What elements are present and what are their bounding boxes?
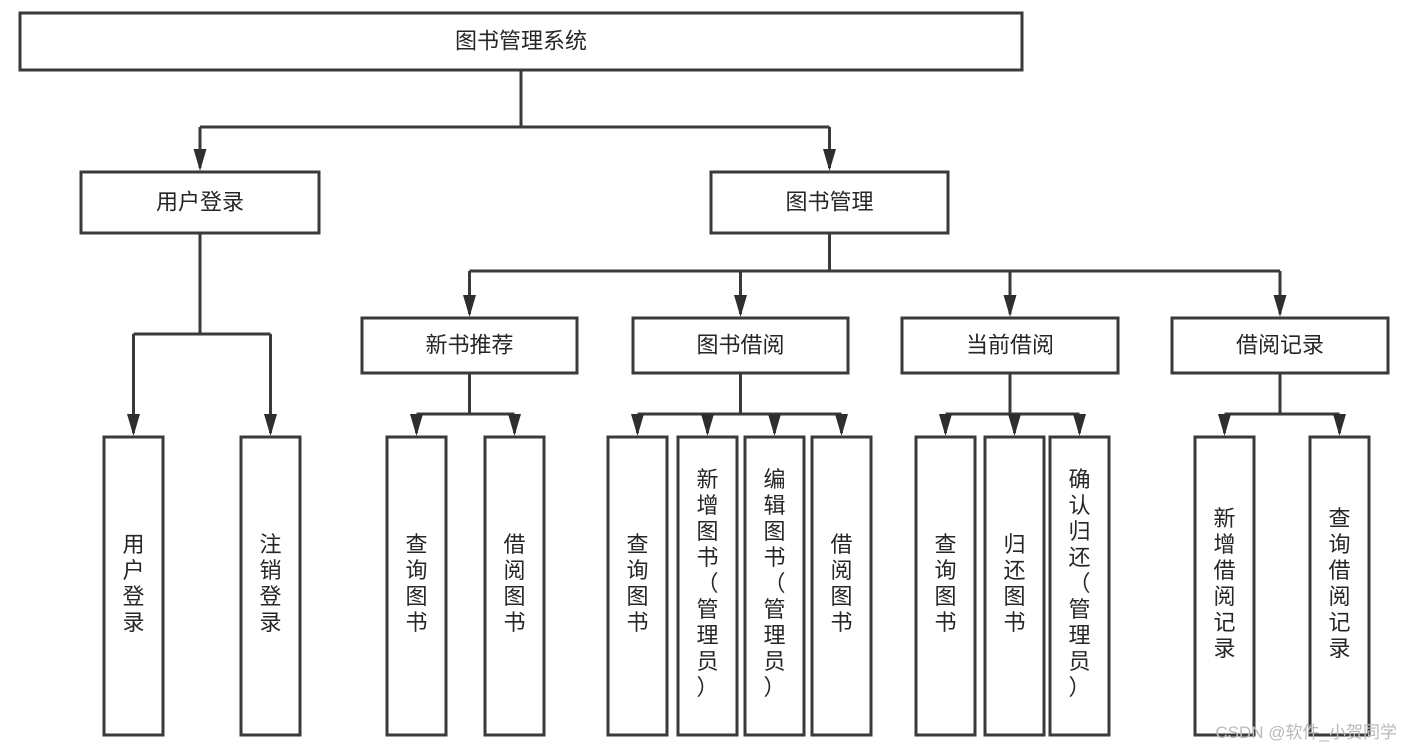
node-level2-current-borrow-label: 当前借阅 <box>966 332 1054 357</box>
node-level2-book-borrow-box[interactable] <box>631 316 850 375</box>
arrow-head-icon-book-manage-3 <box>1273 295 1287 317</box>
node-level2-borrow-record-box[interactable] <box>1170 316 1390 375</box>
arrow-head-icon-book-borrow-2 <box>768 414 781 436</box>
node-level2-new-book-rec-label: 新书推荐 <box>425 332 513 357</box>
node-leaf-leaf-add-record-label: 新增借阅记录 <box>1213 506 1235 661</box>
node-leaf-leaf-confirm-return-label: 确认归还（管理员） <box>1068 467 1090 700</box>
arrow-head-icon-book-borrow-0 <box>631 414 644 436</box>
arrow-head-icon-book-borrow-3 <box>835 414 848 436</box>
arrow-head-icon-user-login-1 <box>264 414 277 436</box>
node-leaf-leaf-edit-book-box[interactable] <box>743 435 806 737</box>
node-leaf-leaf-query-record-box[interactable] <box>1308 435 1371 737</box>
node-level1-user-login-label: 用户登录 <box>156 189 244 214</box>
node-leaf-leaf-edit-book-label: 编辑图书（管理员） <box>763 467 785 700</box>
node-level1-book-manage-box[interactable] <box>709 170 950 235</box>
arrow-head-icon-current-borrow-0 <box>939 414 952 436</box>
arrow-head-icon-current-borrow-2 <box>1073 414 1086 436</box>
node-leaf-leaf-user-login-label: 用户登录 <box>122 532 144 635</box>
node-leaf-leaf-query-book-2-label: 查询图书 <box>626 532 648 635</box>
node-leaf-leaf-confirm-return-box[interactable] <box>1048 435 1111 737</box>
node-level1-user-login-box[interactable] <box>79 170 321 235</box>
node-leaf-leaf-logout-label: 注销登录 <box>259 532 281 635</box>
node-leaf-leaf-borrow-book-2-box[interactable] <box>810 435 873 737</box>
arrow-head-icon-book-manage-0 <box>463 295 476 317</box>
node-leaf-leaf-borrow-book-1-box[interactable] <box>483 435 546 737</box>
node-leaf-leaf-add-record[interactable]: 新增借阅记录 <box>1193 435 1256 737</box>
arrow-head-icon-book-manage-2 <box>1003 295 1017 317</box>
node-leaf-leaf-borrow-book-2-label: 借阅图书 <box>830 532 852 635</box>
node-leaf-leaf-query-record-label: 查询借阅记录 <box>1328 506 1350 661</box>
arrow-head-icon-book-manage-1 <box>734 295 747 317</box>
arrow-head-icon-user-login-0 <box>127 414 140 436</box>
node-level2-current-borrow[interactable]: 当前借阅 <box>900 316 1120 375</box>
arrow-head-icon-root-1 <box>823 149 836 171</box>
arrow-head-icon-new-book-rec-1 <box>508 414 521 436</box>
node-level1-user-login[interactable]: 用户登录 <box>79 170 321 235</box>
node-leaf-leaf-query-book-2[interactable]: 查询图书 <box>606 435 669 737</box>
connectors-layer <box>127 70 1346 436</box>
node-leaf-leaf-query-book-1-label: 查询图书 <box>405 532 427 635</box>
arrow-head-icon-book-borrow-1 <box>701 414 714 436</box>
node-leaf-leaf-return-book-label: 归还图书 <box>1003 532 1025 635</box>
node-level1-book-manage-label: 图书管理 <box>785 189 873 214</box>
node-level2-new-book-rec-box[interactable] <box>360 316 579 375</box>
node-leaf-leaf-borrow-book-2[interactable]: 借阅图书 <box>810 435 873 737</box>
node-leaf-leaf-return-book[interactable]: 归还图书 <box>983 435 1046 737</box>
node-leaf-leaf-add-book-label: 新增图书（管理员） <box>696 467 718 700</box>
node-root-root-box[interactable] <box>18 11 1024 72</box>
arrow-head-icon-current-borrow-1 <box>1008 414 1021 436</box>
node-leaf-leaf-borrow-book-1[interactable]: 借阅图书 <box>483 435 546 737</box>
node-level1-book-manage[interactable]: 图书管理 <box>709 170 950 235</box>
node-leaf-leaf-edit-book[interactable]: 编辑图书（管理员） <box>743 435 806 737</box>
node-leaf-leaf-logout-box[interactable] <box>239 435 302 737</box>
node-leaf-leaf-query-record[interactable]: 查询借阅记录 <box>1308 435 1371 737</box>
node-leaf-leaf-add-book-box[interactable] <box>676 435 739 737</box>
node-leaf-leaf-query-book-3[interactable]: 查询图书 <box>914 435 977 737</box>
node-leaf-leaf-query-book-1-box[interactable] <box>385 435 448 737</box>
node-leaf-leaf-add-book[interactable]: 新增图书（管理员） <box>676 435 739 737</box>
node-leaf-leaf-query-book-1[interactable]: 查询图书 <box>385 435 448 737</box>
node-level2-new-book-rec[interactable]: 新书推荐 <box>360 316 579 375</box>
node-root-root-label: 图书管理系统 <box>455 28 587 53</box>
node-level2-book-borrow-label: 图书借阅 <box>696 332 784 357</box>
arrow-head-icon-borrow-record-0 <box>1218 414 1231 436</box>
node-leaf-leaf-borrow-book-1-label: 借阅图书 <box>503 532 525 635</box>
arrow-head-icon-new-book-rec-0 <box>410 414 423 436</box>
arrow-head-icon-root-0 <box>193 149 207 171</box>
node-level2-borrow-record[interactable]: 借阅记录 <box>1170 316 1390 375</box>
node-level2-current-borrow-box[interactable] <box>900 316 1120 375</box>
node-leaf-leaf-logout[interactable]: 注销登录 <box>239 435 302 737</box>
node-leaf-leaf-add-record-box[interactable] <box>1193 435 1256 737</box>
node-leaf-leaf-return-book-box[interactable] <box>983 435 1046 737</box>
node-root-root[interactable]: 图书管理系统 <box>18 11 1024 72</box>
node-leaf-leaf-query-book-3-box[interactable] <box>914 435 977 737</box>
node-leaf-leaf-user-login-box[interactable] <box>102 435 165 737</box>
node-leaf-leaf-user-login[interactable]: 用户登录 <box>102 435 165 737</box>
node-level2-borrow-record-label: 借阅记录 <box>1236 332 1324 357</box>
node-leaf-leaf-confirm-return[interactable]: 确认归还（管理员） <box>1048 435 1111 737</box>
nodes-layer: 图书管理系统用户登录图书管理新书推荐图书借阅当前借阅借阅记录用户登录注销登录查询… <box>18 11 1390 737</box>
node-leaf-leaf-query-book-2-box[interactable] <box>606 435 669 737</box>
arrow-head-icon-borrow-record-1 <box>1333 414 1346 436</box>
node-leaf-leaf-query-book-3-label: 查询图书 <box>934 532 956 635</box>
node-level2-book-borrow[interactable]: 图书借阅 <box>631 316 850 375</box>
